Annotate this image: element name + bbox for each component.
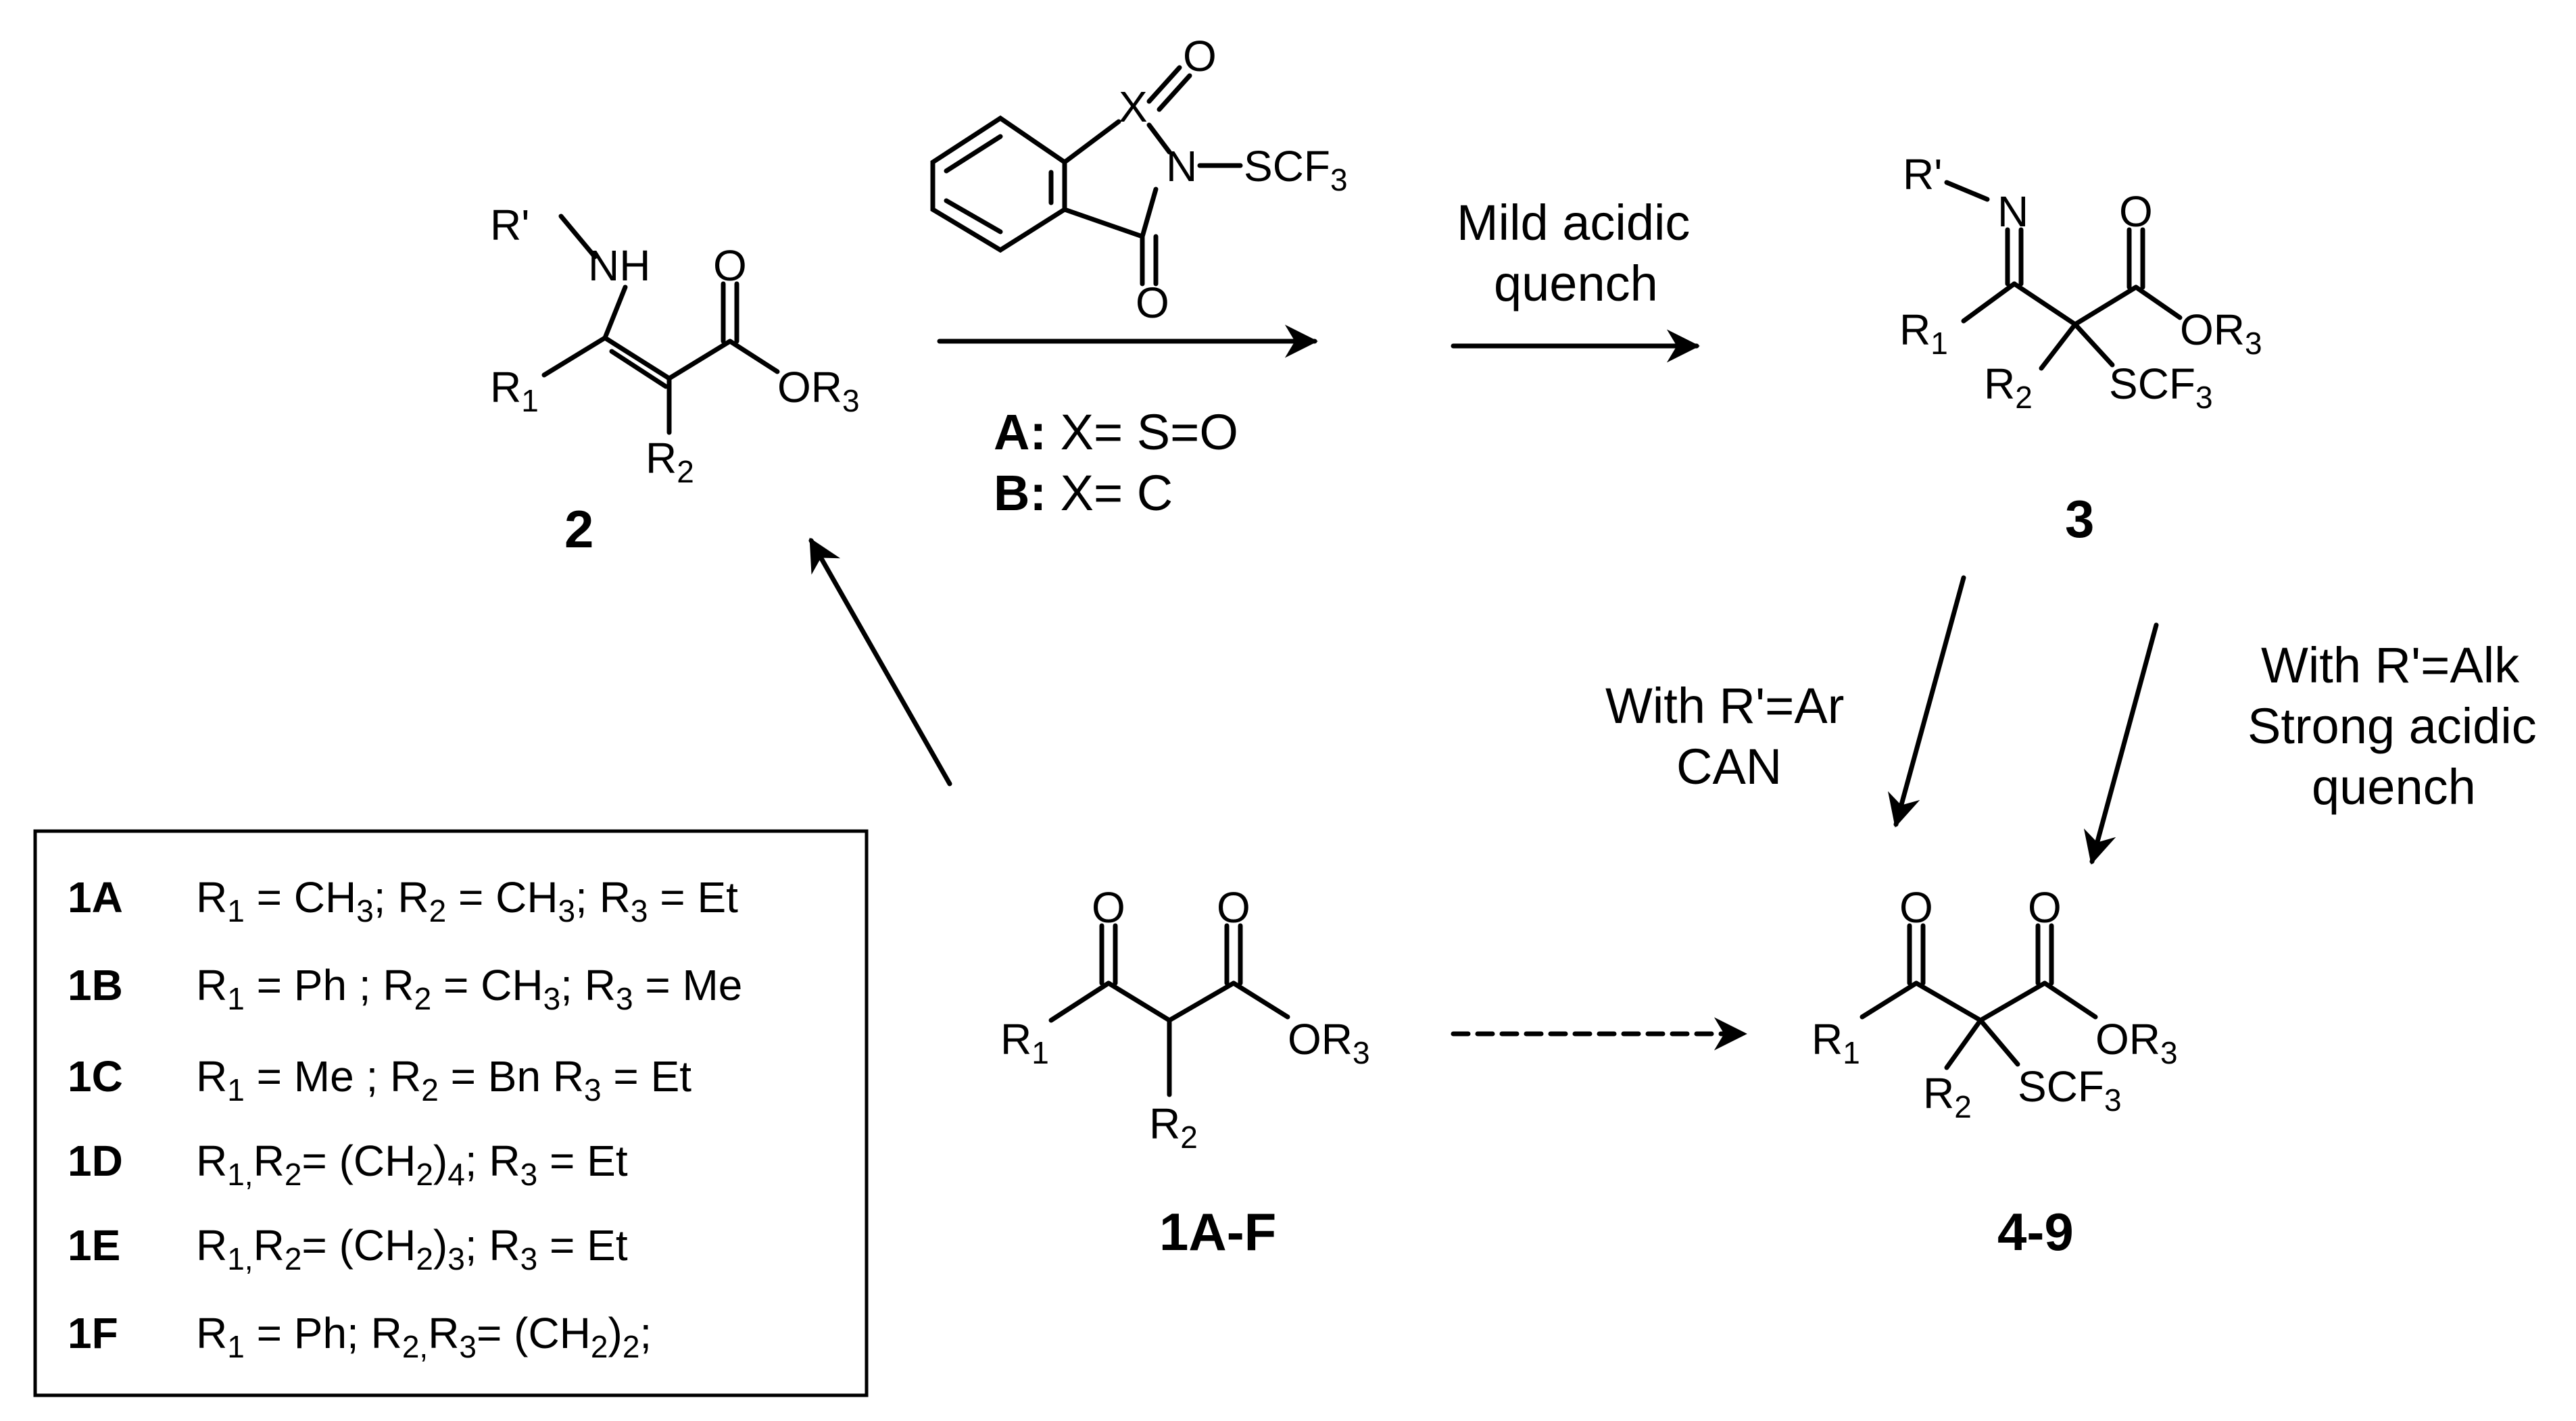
table-row-id: 1E [68,1221,120,1270]
c4-number: 4-9 [1997,1202,2074,1262]
scf3-reagent: X O N SCF3 O [930,32,1348,327]
table-row-formula: R1,R2= (CH2)3; R3 = Et [196,1221,628,1276]
ar-condition-line1: With R'=Ar [1605,678,1844,734]
mild-quench-line1: Mild acidic [1457,195,1690,251]
c1-or3: OR3 [1288,1015,1370,1070]
table-row-id: 1B [68,961,123,1009]
c1-r2: R2 [1149,1099,1198,1155]
reagent-o-bottom: O [1136,278,1169,327]
c3-r2: R2 [1984,359,2033,415]
table-row-formula: R1 = Ph ; R2 = CH3; R3 = Me [196,961,742,1016]
reagent-scf3: SCF3 [1244,142,1348,197]
table-row-id: 1D [68,1137,123,1185]
c1-o1: O [1092,883,1125,932]
substrate-table-box [33,829,869,1397]
mild-quench-line2: quench [1494,255,1658,311]
alk-condition-line2: Strong acidic [2247,698,2537,754]
c2-nh: NH [588,241,650,290]
c4-o1: O [1899,883,1933,932]
c3-o: O [2119,187,2153,236]
alk-condition-line1: With R'=Alk [2261,637,2520,693]
c2-r-prime: R' [490,201,529,249]
c3-scf3: SCF3 [2109,359,2213,415]
table-row-formula: R1 = CH3; R2 = CH3; R3 = Et [196,873,738,928]
compound-3: R' N O OR3 R1 R2 SCF3 3 [1899,150,2262,549]
c3-r1: R1 [1899,305,1948,361]
c4-scf3: SCF3 [2018,1062,2122,1118]
table-row-formula: R1 = Me ; R2 = Bn R3 = Et [196,1052,691,1107]
compound-1a-f: O O OR3 R1 R2 1A-F [1000,883,1370,1262]
c4-r2: R2 [1923,1069,1972,1124]
reagent-n: N [1166,142,1197,191]
compound-2: R' NH O OR3 R1 R2 2 [490,201,860,559]
c2-o: O [713,241,747,290]
table-row-id: 1F [68,1309,118,1357]
alk-condition-line3: quench [2312,759,2476,815]
table-row-id: 1C [68,1052,123,1101]
arrow-ar-can [1888,575,1966,828]
c2-r2: R2 [646,434,694,489]
c1-r1: R1 [1000,1015,1049,1070]
c2-number: 2 [564,499,593,559]
c3-n: N [1997,187,2028,236]
c4-or3: OR3 [2095,1015,2178,1070]
arrow-alk-strong [2083,622,2159,865]
compound-4-9: O O OR3 R1 R2 SCF3 4-9 [1812,883,2178,1262]
c3-number: 3 [2065,489,2094,549]
c1-o2: O [1217,883,1250,932]
table-row-formula: R1,R2= (CH2)4; R3 = Et [196,1137,628,1192]
c3-or3: OR3 [2180,305,2262,361]
c4-o2: O [2028,883,2062,932]
c1-number: 1A-F [1159,1202,1276,1262]
c2-or3: OR3 [777,363,860,418]
c2-r1: R1 [490,363,539,418]
c4-r1: R1 [1812,1015,1860,1070]
table-row-formula: R1 = Ph; R2,R3= (CH2)2; [196,1309,652,1364]
c3-r-prime: R' [1903,150,1942,199]
reagent-x: X [1119,82,1148,131]
ar-condition-line2: CAN [1676,739,1782,795]
reagent-label-a: A: X= S=O [994,404,1238,460]
substrate-table: 1A R1 = CH3; R2 = CH3; R3 = Et 1B R1 = Ph ;… [68,873,742,1364]
arrow-to-enamine [808,537,952,787]
reagent-label-b: B: X= C [994,465,1173,521]
reagent-o-top: O [1183,32,1217,80]
table-row-id: 1A [68,873,123,922]
